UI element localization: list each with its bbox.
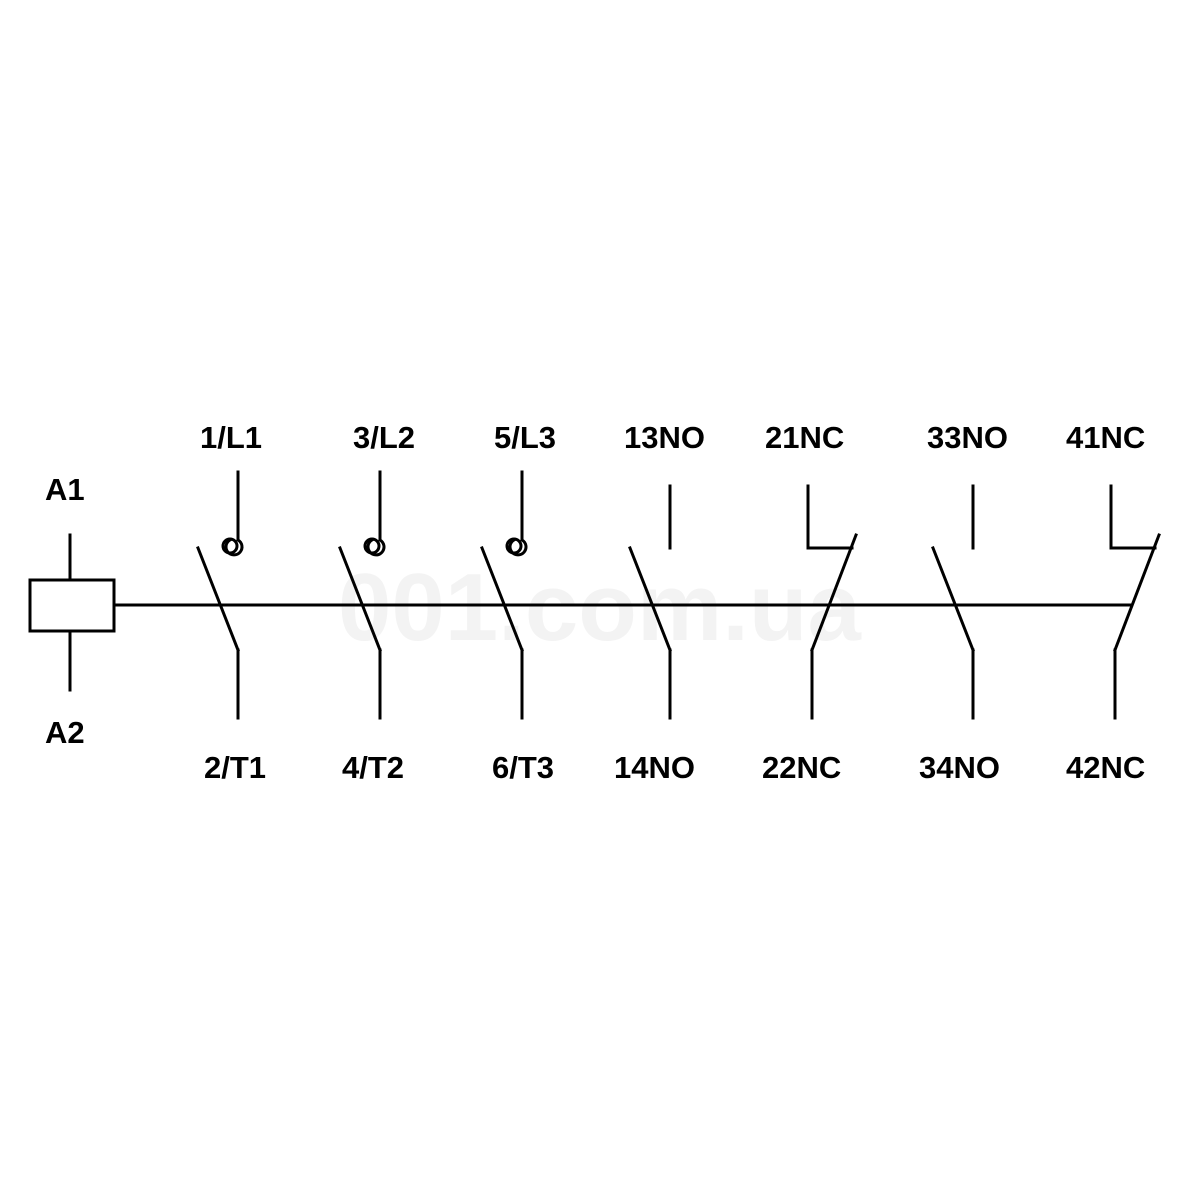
contact-top-label: 13NO <box>624 420 705 455</box>
contact-top-label: 3/L2 <box>353 420 415 455</box>
contact-4-no: 13NO 14NO <box>614 420 705 785</box>
contact-top-label: 21NC <box>765 420 844 455</box>
coil: A1 A2 <box>28 472 116 750</box>
contact-2-main: 3/L2 4/T2 <box>338 420 415 785</box>
contact-1-main: 1/L1 2/T1 <box>196 420 266 785</box>
contact-top-label: 1/L1 <box>200 420 262 455</box>
coil-label-a1: A1 <box>45 472 85 507</box>
contact-6-no: 33NO 34NO <box>919 420 1008 785</box>
arc-chute-circle <box>363 537 381 555</box>
arc-chute-circle <box>221 537 239 555</box>
contact-7-nc: 41NC 42NC <box>1066 420 1161 785</box>
watermark: 001.com.ua <box>338 554 862 661</box>
arc-chute-circle <box>505 537 523 555</box>
contacts: 1/L1 2/T1 3/L2 4/T2 5/L3 6/T3 13NO 14NO 21NC 22NC… <box>196 420 1161 785</box>
contact-blade <box>931 546 975 652</box>
arc-chute-icon <box>366 537 386 557</box>
contact-bottom-label: 2/T1 <box>204 750 266 785</box>
contact-top-label: 5/L3 <box>494 420 556 455</box>
contact-blade <box>196 546 240 652</box>
coil-box <box>28 578 116 633</box>
contact-top-label: 33NO <box>927 420 1008 455</box>
contact-bottom-label: 4/T2 <box>342 750 404 785</box>
contact-blade <box>810 533 858 652</box>
contact-bottom-label: 22NC <box>762 750 841 785</box>
contact-bottom-label: 6/T3 <box>492 750 554 785</box>
arc-chute-icon <box>508 537 528 557</box>
contact-bottom-label: 34NO <box>919 750 1000 785</box>
contact-top-terminal <box>1109 484 1157 550</box>
contact-bottom-label: 42NC <box>1066 750 1145 785</box>
contact-blade <box>338 546 382 652</box>
contact-3-main: 5/L3 6/T3 <box>480 420 556 785</box>
arc-chute-icon <box>224 537 244 557</box>
contact-blade <box>480 546 524 652</box>
contact-top-label: 41NC <box>1066 420 1145 455</box>
contact-blade <box>628 546 672 652</box>
contact-5-nc: 21NC 22NC <box>762 420 858 785</box>
contact-top-terminal <box>806 484 854 550</box>
contact-blade <box>1113 533 1161 652</box>
contact-bottom-label: 14NO <box>614 750 695 785</box>
coil-label-a2: A2 <box>45 715 85 750</box>
